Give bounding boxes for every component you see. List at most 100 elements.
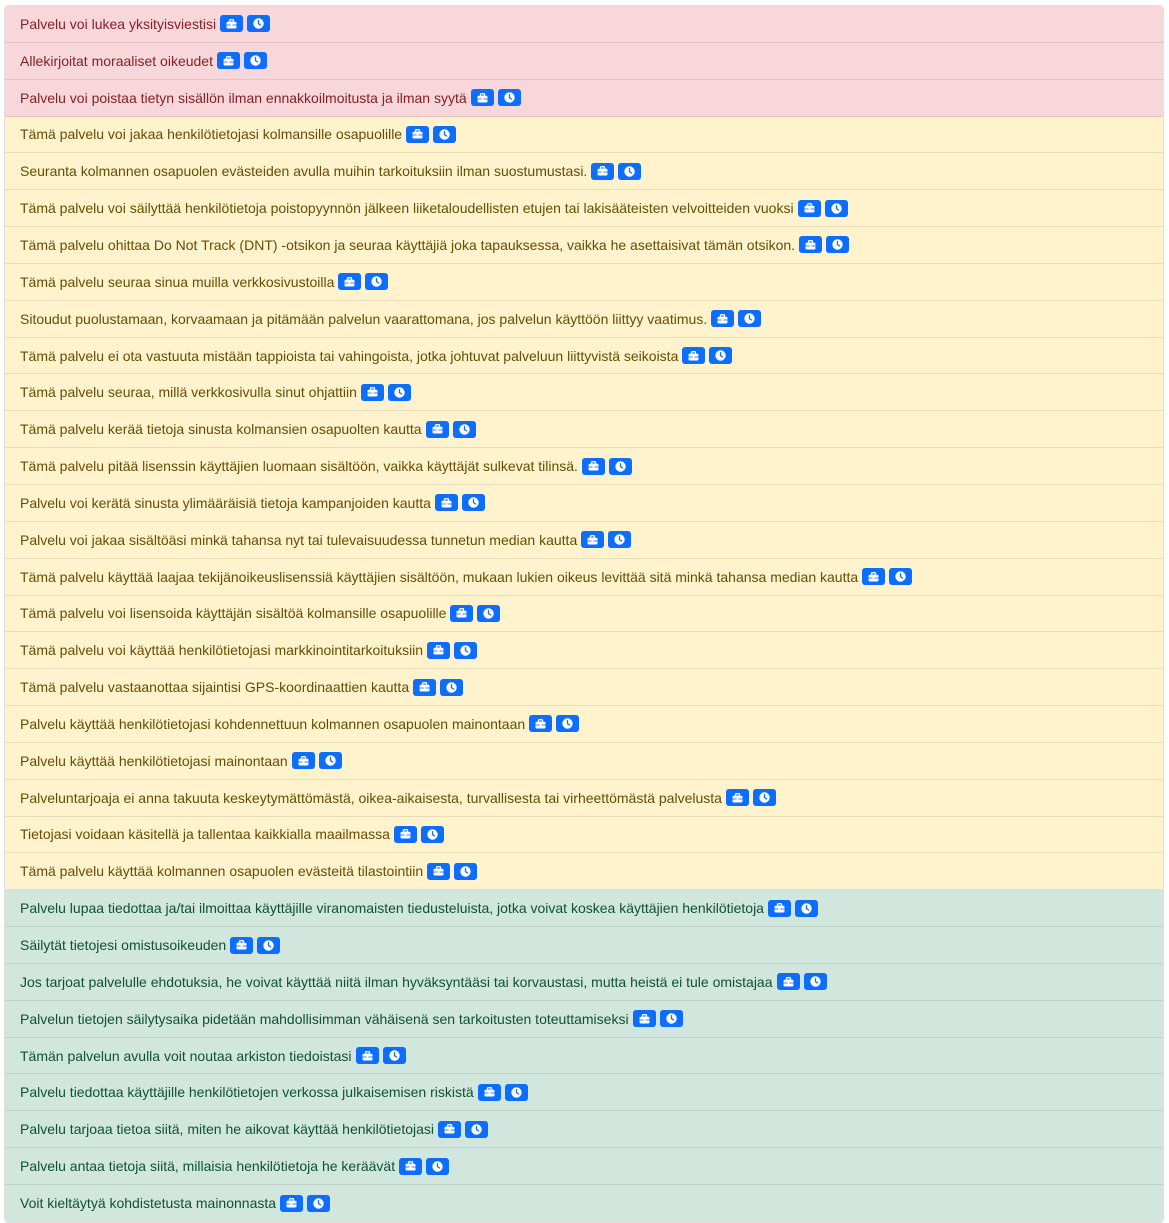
briefcase-icon[interactable]	[434, 494, 458, 512]
clock-icon[interactable]	[387, 383, 411, 401]
clock-icon[interactable]	[382, 1047, 406, 1065]
clock-icon[interactable]	[243, 52, 267, 70]
point-text: Voit kieltäytyä kohdistetusta mainonnast…	[20, 1195, 277, 1212]
briefcase-icon[interactable]	[862, 568, 886, 586]
clock-icon[interactable]	[465, 1120, 489, 1138]
clock-icon[interactable]	[365, 273, 389, 291]
briefcase-icon[interactable]	[291, 752, 315, 770]
briefcase-icon[interactable]	[529, 715, 553, 733]
clock-icon[interactable]	[247, 15, 271, 33]
point-item-warning: Seuranta kolmannen osapuolen evästeiden …	[5, 153, 1163, 191]
clock-icon[interactable]	[477, 604, 501, 622]
point-item-success: Palvelu antaa tietoja siitä, millaisia h…	[5, 1148, 1163, 1185]
clock-icon[interactable]	[420, 825, 444, 843]
briefcase-icon[interactable]	[393, 825, 417, 843]
point-text: Tämä palvelu käyttää kolmannen osapuolen…	[20, 863, 424, 880]
clock-icon[interactable]	[803, 973, 827, 991]
point-text: Sitoudut puolustamaan, korvaamaan ja pit…	[20, 310, 708, 327]
point-item-warning: Tämä palvelu käyttää kolmannen osapuolen…	[5, 853, 1163, 891]
clock-icon[interactable]	[824, 199, 848, 217]
clock-icon[interactable]	[440, 678, 464, 696]
clock-icon[interactable]	[659, 1010, 683, 1028]
point-item-warning: Tämä palvelu ohittaa Do Not Track (DNT) …	[5, 227, 1163, 264]
briefcase-icon[interactable]	[632, 1010, 656, 1028]
briefcase-icon[interactable]	[406, 125, 430, 143]
clock-icon[interactable]	[426, 1157, 450, 1175]
briefcase-icon[interactable]	[470, 89, 494, 107]
clock-icon[interactable]	[794, 899, 818, 917]
clock-icon[interactable]	[826, 236, 850, 254]
briefcase-icon[interactable]	[425, 420, 449, 438]
clock-icon[interactable]	[433, 125, 457, 143]
briefcase-icon[interactable]	[360, 383, 384, 401]
briefcase-icon[interactable]	[230, 936, 254, 954]
point-item-warning: Tämä palvelu käyttää laajaa tekijänoikeu…	[5, 558, 1163, 596]
briefcase-icon[interactable]	[581, 457, 605, 475]
point-item-danger: Palvelu voi poistaa tietyn sisällön ilma…	[5, 79, 1163, 117]
point-item-warning: Tämä palvelu seuraa sinua muilla verkkos…	[5, 263, 1163, 301]
briefcase-icon[interactable]	[682, 347, 706, 365]
briefcase-icon[interactable]	[220, 15, 244, 33]
briefcase-icon[interactable]	[338, 273, 362, 291]
briefcase-icon[interactable]	[280, 1194, 304, 1212]
clock-icon[interactable]	[452, 420, 476, 438]
briefcase-icon[interactable]	[767, 899, 791, 917]
clock-icon[interactable]	[556, 715, 580, 733]
point-text: Tämä palvelu ohittaa Do Not Track (DNT) …	[20, 236, 796, 253]
point-item-warning: Palveluntarjoaja ei anna takuuta keskeyt…	[5, 779, 1163, 817]
point-item-warning: Tämä palvelu voi käyttää henkilötietojas…	[5, 632, 1163, 670]
briefcase-icon[interactable]	[776, 973, 800, 991]
point-item-warning: Sitoudut puolustamaan, korvaamaan ja pit…	[5, 300, 1163, 338]
point-item-warning: Palvelu voi jakaa sisältöäsi minkä tahan…	[5, 521, 1163, 559]
point-text: Tämä palvelu seuraa sinua muilla verkkos…	[20, 273, 335, 290]
point-text: Tämä palvelu vastaanottaa sijaintisi GPS…	[20, 679, 410, 696]
point-item-warning: Palvelu käyttää henkilötietojasi mainont…	[5, 742, 1163, 780]
point-item-warning: Tämä palvelu kerää tietoja sinusta kolma…	[5, 411, 1163, 449]
point-text: Tämä palvelu voi käyttää henkilötietojas…	[20, 642, 424, 659]
clock-icon[interactable]	[307, 1194, 331, 1212]
point-text: Tämä palvelu voi lisensoida käyttäjän si…	[20, 605, 447, 622]
point-text: Palvelu tarjoaa tietoa siitä, miten he a…	[20, 1121, 435, 1138]
briefcase-icon[interactable]	[581, 531, 605, 549]
clock-icon[interactable]	[454, 862, 478, 880]
briefcase-icon[interactable]	[797, 199, 821, 217]
point-item-warning: Tämä palvelu ei ota vastuuta mistään tap…	[5, 337, 1163, 375]
clock-icon[interactable]	[461, 494, 485, 512]
point-text: Palvelu lupaa tiedottaa ja/tai ilmoittaa…	[20, 900, 764, 917]
clock-icon[interactable]	[738, 310, 762, 328]
briefcase-icon[interactable]	[413, 678, 437, 696]
point-text: Palvelu voi kerätä sinusta ylimääräisiä …	[20, 494, 431, 511]
point-item-warning: Palvelu käyttää henkilötietojasi kohdenn…	[5, 706, 1163, 743]
clock-icon[interactable]	[889, 568, 913, 586]
point-item-success: Voit kieltäytyä kohdistetusta mainonnast…	[5, 1185, 1163, 1222]
point-item-danger: Allekirjoitat moraaliset oikeudet	[5, 42, 1163, 80]
clock-icon[interactable]	[752, 789, 776, 807]
clock-icon[interactable]	[497, 89, 521, 107]
clock-icon[interactable]	[504, 1083, 528, 1101]
clock-icon[interactable]	[608, 531, 632, 549]
point-item-warning: Tämä palvelu voi lisensoida käyttäjän si…	[5, 595, 1163, 633]
clock-icon[interactable]	[618, 162, 642, 180]
clock-icon[interactable]	[608, 457, 632, 475]
clock-icon[interactable]	[318, 752, 342, 770]
briefcase-icon[interactable]	[216, 52, 240, 70]
briefcase-icon[interactable]	[799, 236, 823, 254]
point-item-success: Palvelu lupaa tiedottaa ja/tai ilmoittaa…	[5, 890, 1163, 928]
briefcase-icon[interactable]	[399, 1157, 423, 1175]
briefcase-icon[interactable]	[438, 1120, 462, 1138]
point-text: Allekirjoitat moraaliset oikeudet	[20, 52, 213, 69]
briefcase-icon[interactable]	[427, 641, 451, 659]
clock-icon[interactable]	[257, 936, 281, 954]
briefcase-icon[interactable]	[477, 1083, 501, 1101]
clock-icon[interactable]	[709, 347, 733, 365]
point-text: Tämä palvelu pitää lisenssin käyttäjien …	[20, 458, 578, 475]
briefcase-icon[interactable]	[591, 162, 615, 180]
briefcase-icon[interactable]	[450, 604, 474, 622]
briefcase-icon[interactable]	[711, 310, 735, 328]
briefcase-icon[interactable]	[725, 789, 749, 807]
briefcase-icon[interactable]	[355, 1047, 379, 1065]
point-text: Palvelun tietojen säilytysaika pidetään …	[20, 1010, 629, 1027]
clock-icon[interactable]	[454, 641, 478, 659]
point-text: Palvelu käyttää henkilötietojasi kohdenn…	[20, 715, 526, 732]
briefcase-icon[interactable]	[427, 862, 451, 880]
